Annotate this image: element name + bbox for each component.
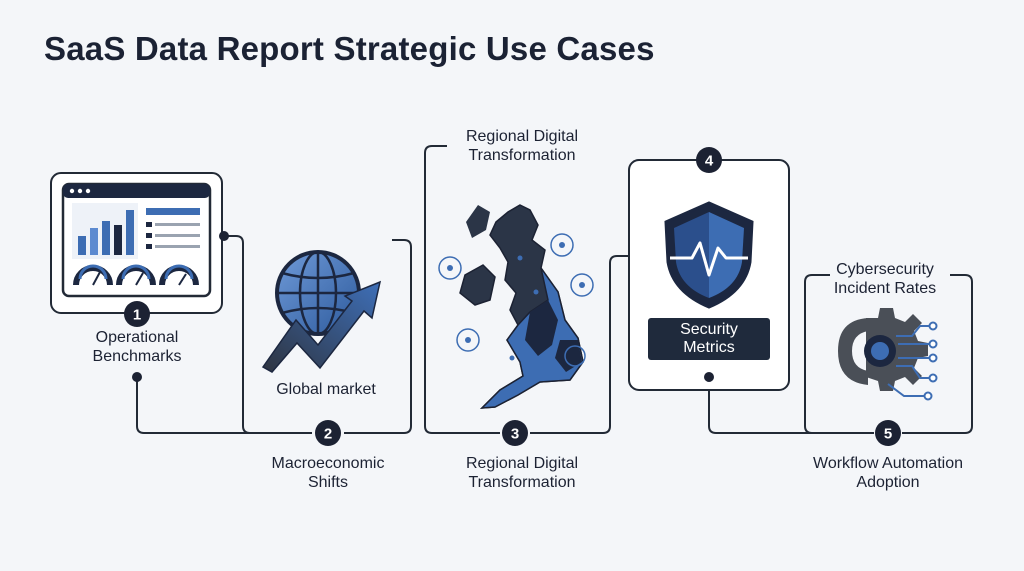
global-market-label: Global market <box>276 381 376 398</box>
step-1-label-line: Benchmarks <box>92 348 182 365</box>
step-4-badge: 4 <box>696 147 722 173</box>
step-4-label-line: Metrics <box>683 339 735 356</box>
step-2-badge: 2 <box>315 420 341 446</box>
junction-dot <box>704 372 714 382</box>
junction-dot <box>132 372 142 382</box>
step-2-label-line: Macroeconomic <box>271 455 385 472</box>
step-4-number: 4 <box>705 153 714 170</box>
shield-icon <box>664 201 754 309</box>
step-1-label-line: Operational <box>95 329 179 346</box>
connector-lines <box>136 145 973 434</box>
step-5-label-line: Workflow Automation <box>813 455 963 472</box>
step-5-top-label-line: Cybersecurity <box>836 261 934 278</box>
step-5-badge: 5 <box>875 420 901 446</box>
step-3-number: 3 <box>511 426 519 443</box>
step-2-label: Macroeconomic Shifts <box>248 454 408 492</box>
globe-growth-icon <box>261 250 382 373</box>
step-3-label-line: Transformation <box>468 474 576 491</box>
step-1-badge: 1 <box>124 301 150 327</box>
step-3-label-line: Regional Digital <box>465 455 579 472</box>
step-1-number: 1 <box>133 307 141 324</box>
step-5-label-line: Adoption <box>856 474 920 491</box>
step-5-top-label: Cybersecurity Incident Rates <box>810 260 960 298</box>
step-2-label-line: Shifts <box>307 474 348 491</box>
step-5-top-label-line: Incident Rates <box>833 280 937 297</box>
step-3-top-label: Regional Digital Transformation <box>442 127 602 165</box>
dashboard-icon <box>61 182 212 298</box>
gear-circuit-icon <box>838 308 938 401</box>
step-3-badge: 3 <box>502 420 528 446</box>
step-4-label: Security Metrics <box>648 318 770 360</box>
step-1-label: Operational Benchmarks <box>67 328 207 366</box>
step-5-label: Workflow Automation Adoption <box>788 454 988 492</box>
step-5-number: 5 <box>884 426 892 443</box>
step-3-top-label-line: Regional Digital <box>465 128 579 145</box>
step-3-label: Regional Digital Transformation <box>442 454 602 492</box>
step-3-top-label-line: Transformation <box>468 147 576 164</box>
step-4-label-line: Security <box>680 321 738 338</box>
junction-dot <box>219 231 229 241</box>
page-title: SaaS Data Report Strategic Use Cases <box>44 30 655 67</box>
step-2-number: 2 <box>324 426 332 443</box>
uk-map-icon <box>438 204 594 409</box>
